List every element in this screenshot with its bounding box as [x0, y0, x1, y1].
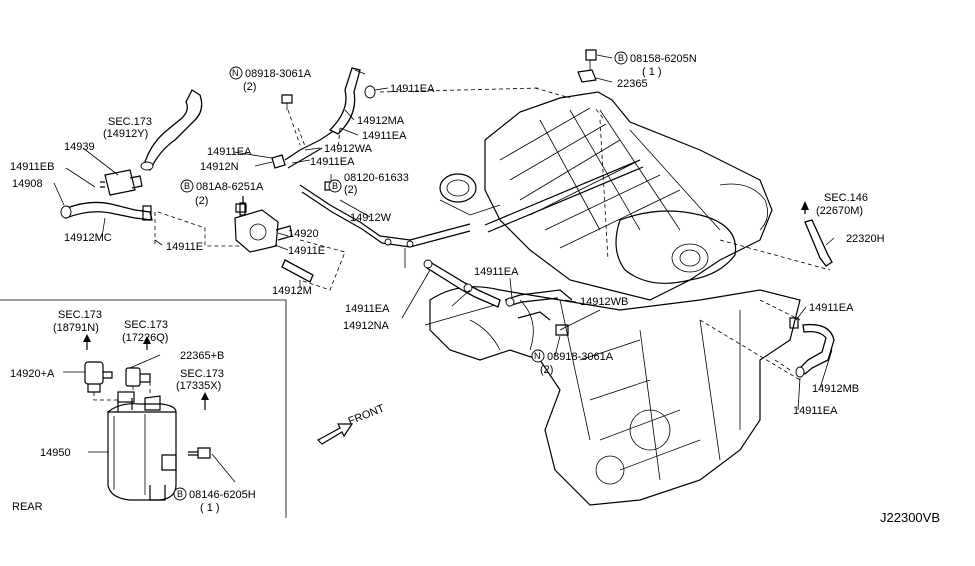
canister-inset — [0, 299, 287, 518]
label-14950: 14950 — [40, 447, 71, 459]
label-18791n: (18791N) — [53, 322, 99, 334]
label-14920a: 14920+A — [10, 368, 55, 380]
label-14912wa: 14912WA — [324, 143, 373, 155]
label-14911ea-c: 14911EA — [207, 146, 252, 158]
label-14911eb: 14911EB — [10, 161, 54, 173]
right-hoses — [774, 201, 835, 378]
label-14920: 14920 — [288, 228, 319, 240]
label-14911e-b: 14911E — [166, 241, 203, 253]
label-22320h: 22320H — [846, 233, 885, 245]
label-rear: REAR — [12, 501, 43, 513]
label-14911ea-g: 14911EA — [809, 302, 854, 314]
label-08918-lower-qty: (2) — [540, 364, 553, 376]
label-08120-qty: (2) — [344, 184, 357, 196]
label-08158-6205n: 08158-6205N — [630, 53, 697, 65]
label-08146-qty: ( 1 ) — [200, 502, 220, 514]
label-14908: 14908 — [12, 178, 43, 190]
label-sec146: SEC.146 — [824, 192, 868, 204]
circle-n-08918a — [229, 66, 243, 80]
label-17226q: (17226Q) — [122, 332, 168, 344]
circle-letter: B — [177, 489, 183, 499]
label-081a8-qty: (2) — [195, 195, 208, 207]
label-14939: 14939 — [64, 141, 95, 153]
label-14912n: 14912N — [200, 161, 239, 173]
label-14912wb: 14912WB — [580, 296, 628, 308]
label-08918-3061a-lower: 08918-3061A — [547, 351, 614, 363]
label-081a8-6251a: 081A8-6251A — [196, 181, 264, 193]
circle-b-08158 — [614, 51, 628, 65]
label-14911ea-b: 14911EA — [362, 130, 407, 142]
label-14911ea-top: 14911EA — [390, 83, 435, 95]
circle-letter: N — [534, 351, 541, 361]
label-14911ea-f: 14911EA — [345, 303, 390, 315]
label-diagram-code: J22300VB — [880, 510, 940, 525]
label-14911ea-h: 14911EA — [793, 405, 838, 417]
label-14912m: 14912M — [272, 285, 312, 297]
label-14912mb: 14912MB — [812, 383, 859, 395]
front-arrow-icon — [317, 423, 354, 445]
label-14912ma: 14912MA — [357, 115, 405, 127]
label-sec173-b: SEC.173 — [58, 309, 102, 321]
label-14911ea-e: 14911EA — [474, 266, 519, 278]
label-22365: 22365 — [617, 78, 648, 90]
circle-letter: B — [618, 53, 624, 63]
label-08146-6205h: 08146-6205H — [189, 489, 256, 501]
label-14912y: (14912Y) — [103, 128, 148, 140]
circle-letter: B — [184, 181, 190, 191]
leader-lines — [53, 54, 835, 411]
label-14912na: 14912NA — [343, 320, 390, 332]
circle-b-08146 — [173, 487, 187, 501]
label-14911e-a: 14911E — [288, 245, 325, 257]
label-08918-top-qty: (2) — [243, 81, 256, 93]
label-14911ea-d: 14911EA — [310, 156, 355, 168]
label-22670m: (22670M) — [816, 205, 863, 217]
circle-b-08120 — [328, 179, 342, 193]
label-22365b: 22365+B — [180, 350, 224, 362]
label-front: FRONT — [347, 402, 387, 427]
label-08120-61633: 08120-61633 — [344, 172, 409, 184]
label-08158-qty: ( 1 ) — [642, 66, 662, 78]
label-sec173-a: SEC.173 — [108, 116, 152, 128]
label-17335x: (17335X) — [176, 380, 221, 392]
label-08918-3061a-top: 08918-3061A — [245, 68, 312, 80]
circle-n-08918b — [531, 349, 545, 363]
circle-letter: N — [232, 68, 239, 78]
label-sec173-c: SEC.173 — [124, 319, 168, 331]
label-14912w: 14912W — [350, 212, 392, 224]
circle-b-081a8 — [180, 179, 194, 193]
circled-markers: B N B B N B — [173, 51, 628, 501]
label-14912mc: 14912MC — [64, 232, 112, 244]
circle-letter: B — [332, 181, 338, 191]
label-sec173-d: SEC.173 — [180, 368, 224, 380]
